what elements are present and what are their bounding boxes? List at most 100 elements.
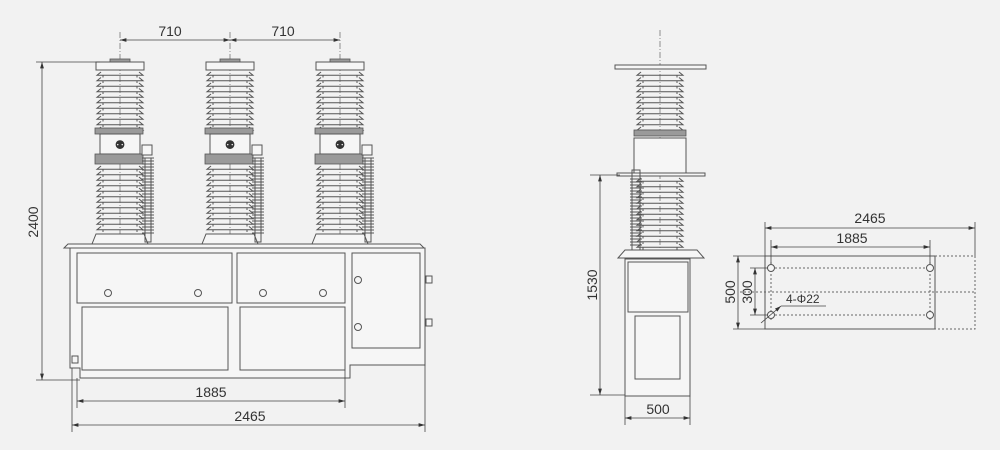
insulator-shed (635, 199, 685, 204)
insulator-shed (635, 121, 685, 126)
dimension-500: 500 (624, 396, 691, 425)
pole: ⚉ (311, 32, 374, 246)
insulator-shed (205, 171, 255, 176)
insulator-shed (95, 110, 145, 115)
insulator-shed (315, 220, 365, 225)
insulator-shed (95, 226, 145, 231)
insulator-shed (205, 99, 255, 104)
dim-label: 500 (722, 280, 738, 304)
insulator-shed (315, 226, 365, 231)
insulator-shed (205, 121, 255, 126)
insulator-shed (205, 88, 255, 93)
insulator-shed (95, 209, 145, 214)
insulator-shed (635, 227, 685, 232)
dim-label: 710 (158, 23, 182, 39)
insulator-shed (205, 115, 255, 120)
insulator-shed (95, 187, 145, 192)
flange (94, 153, 144, 165)
insulator-shed (635, 243, 685, 248)
insulator-shed (205, 220, 255, 225)
insulator-shed (205, 93, 255, 98)
terminal-block (219, 58, 241, 63)
insulator-shed (95, 115, 145, 120)
insulator-shed (315, 165, 365, 170)
insulator-shed (635, 82, 685, 87)
dimension-1885: 1885 (76, 370, 346, 408)
insulator-shed (315, 176, 365, 181)
insulator-shed (635, 77, 685, 82)
insulator-shed (315, 187, 365, 192)
terminal-block (329, 58, 351, 63)
dim-label: 2465 (234, 408, 265, 424)
insulator-shed (315, 204, 365, 209)
dimension-1885: 1885 (770, 230, 931, 264)
insulator-shed (205, 71, 255, 76)
pole: ⚉ (201, 32, 264, 246)
insulator-shed (315, 121, 365, 126)
insulator-shed (95, 82, 145, 87)
insulator-shed (315, 193, 365, 198)
pole-base (91, 233, 149, 245)
dimension-1530: 1530 (584, 174, 625, 396)
insulator-shed (315, 99, 365, 104)
dim-label: 1885 (195, 384, 226, 400)
insulator-shed (205, 82, 255, 87)
insulator-shed (205, 215, 255, 220)
top-terminal (95, 61, 145, 71)
insulator-shed (95, 77, 145, 82)
top-terminal-plate (614, 64, 707, 70)
insulator-shed (205, 104, 255, 109)
top-terminal (205, 61, 255, 71)
flange (94, 127, 144, 135)
insulator-shed (95, 204, 145, 209)
side-view: 1530 500 (584, 30, 707, 425)
current-transformer (630, 169, 642, 251)
insulator-shed (315, 215, 365, 220)
holes-label: 4-Φ22 (786, 292, 820, 306)
pole: ⚉ (91, 32, 154, 246)
mechanism-housing (633, 137, 687, 175)
hidden-lines (740, 255, 976, 330)
insulator-shed (315, 115, 365, 120)
insulator-shed (205, 165, 255, 170)
insulator-shed (205, 204, 255, 209)
ct-cap (251, 144, 263, 156)
dimension-710-left: 710 (120, 23, 230, 42)
insulator-shed (635, 232, 685, 237)
dim-label: 1530 (584, 269, 600, 300)
insulator-shed (315, 182, 365, 187)
mechanism-symbol: ⚉ (225, 138, 236, 152)
dim-label: 2465 (854, 210, 885, 226)
dimension-500: 500 (722, 255, 765, 330)
insulator-shed (95, 121, 145, 126)
ct-body (144, 157, 152, 243)
insulator-shed (95, 93, 145, 98)
mounting-plate (616, 172, 706, 177)
pole-base (311, 233, 369, 245)
insulator-shed (635, 110, 685, 115)
dim-label: 710 (271, 23, 295, 39)
insulator-shed (635, 88, 685, 93)
insulator-shed (205, 226, 255, 231)
insulator-shed (205, 110, 255, 115)
dimension-2465: 2465 (71, 365, 426, 432)
dimension-710-right: 710 (230, 23, 340, 42)
insulator-shed (635, 115, 685, 120)
plan-view: 2465 1885 500 300 4-Φ22 (722, 210, 976, 330)
insulator-shed (315, 104, 365, 109)
insulator-shed (95, 104, 145, 109)
terminal-block (109, 58, 131, 63)
base-flange (616, 249, 706, 259)
insulator-shed (635, 71, 685, 76)
base-plate (62, 243, 426, 249)
insulator-shed (205, 193, 255, 198)
insulator-shed (315, 171, 365, 176)
flange (204, 153, 254, 165)
insulator-shed (635, 210, 685, 215)
upper-left-panel (76, 252, 233, 304)
insulator-shed (315, 209, 365, 214)
insulator-shed (205, 176, 255, 181)
hole-callout: 4-Φ22 (760, 292, 826, 324)
